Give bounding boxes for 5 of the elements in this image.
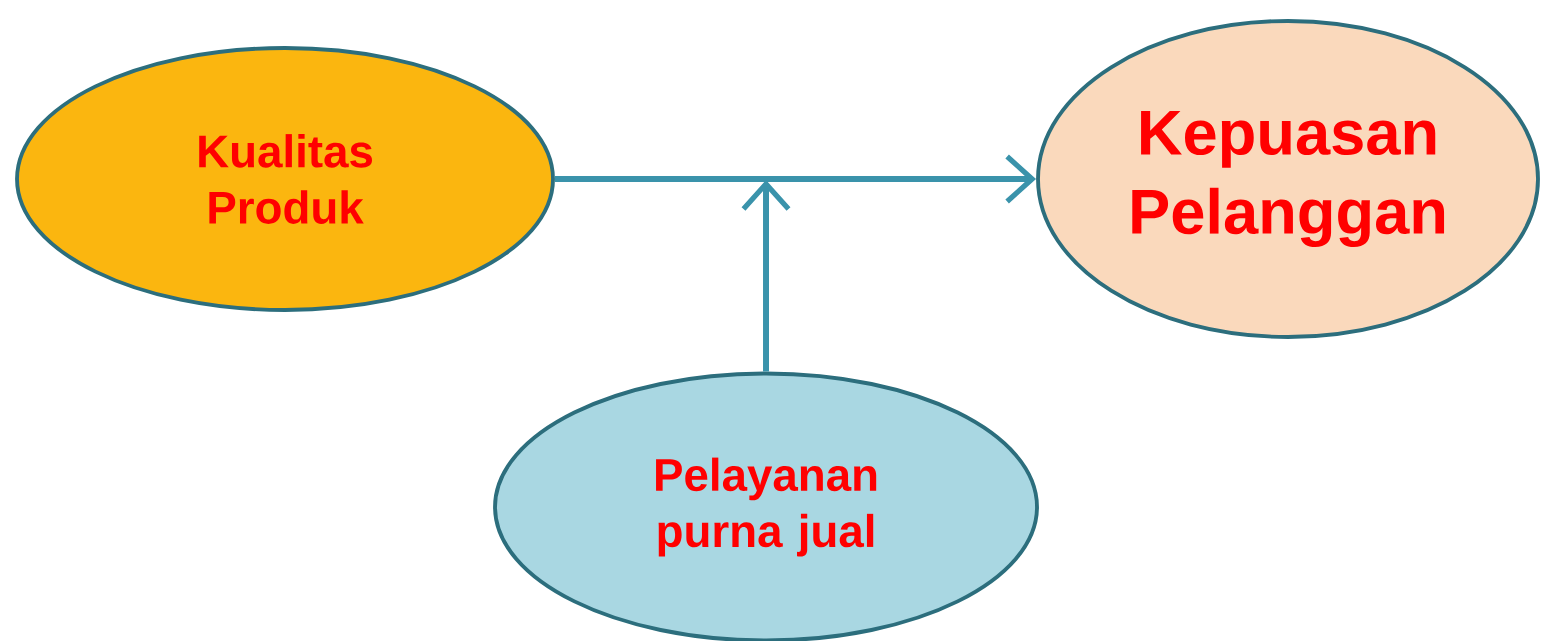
ellipse-node: Kepuasan Pelanggan <box>1036 19 1540 339</box>
arrow <box>741 180 791 372</box>
arrow <box>554 154 1037 204</box>
ellipse-node: Pelayanan purna jual <box>493 371 1039 641</box>
ellipse-node: Kualitas Produk <box>15 46 555 312</box>
